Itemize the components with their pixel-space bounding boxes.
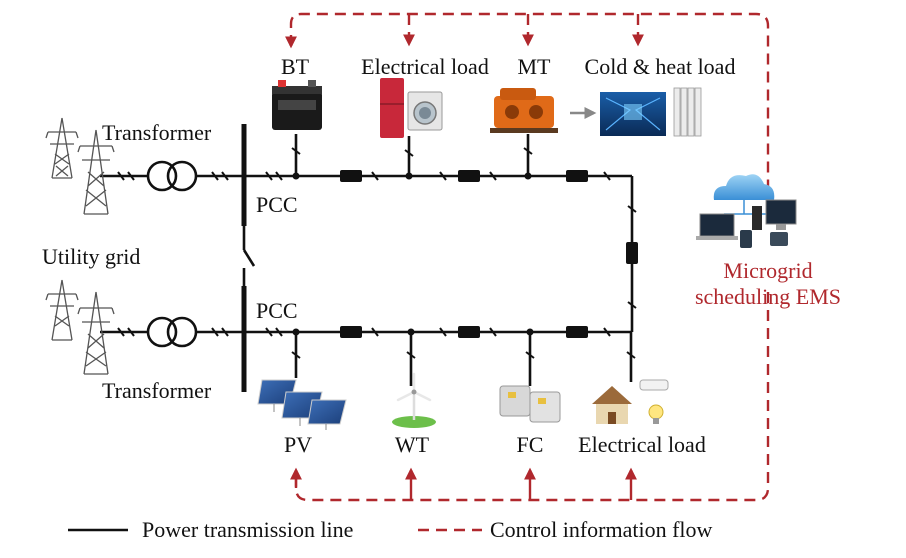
computer-network-cloud-icon: [696, 174, 797, 248]
server-room-radiator-icon: [570, 87, 702, 137]
bt-label: BT: [281, 54, 310, 79]
breaker-switches: [117, 147, 637, 359]
wt-label: WT: [395, 432, 430, 457]
control-flow-network: [285, 12, 770, 502]
appliances-icon: [380, 78, 443, 138]
power-network: [100, 124, 634, 392]
transformer-top-label: Transformer: [102, 120, 212, 145]
pcc-bottom-label: PCC: [256, 298, 298, 323]
battery-icon: [272, 80, 322, 130]
cold-heat-load-label: Cold & heat load: [585, 54, 736, 79]
legend-power-line-label: Power transmission line: [142, 517, 353, 542]
legend-control-flow-label: Control information flow: [490, 517, 713, 542]
utility-grid-label: Utility grid: [42, 244, 140, 269]
mt-label: MT: [518, 54, 552, 79]
electrical-load-bottom-label: Electrical load: [578, 432, 706, 457]
control-flow-top-loop: [289, 12, 770, 198]
legend: Power transmission line Control informat…: [68, 517, 713, 542]
transformer-bottom-label: Transformer: [102, 378, 212, 403]
transformer-icon: [146, 160, 198, 192]
fuel-cell-icon: [499, 385, 561, 423]
transmission-tower-icon: [45, 279, 115, 375]
microturbine-icon: [490, 88, 558, 133]
wind-turbine-icon: [392, 372, 436, 428]
fc-label: FC: [517, 432, 544, 457]
ems-label-line2: scheduling EMS: [695, 284, 841, 309]
control-flow-up-arrows: [290, 467, 637, 500]
pv-label: PV: [284, 432, 312, 457]
transmission-tower-icon: [45, 117, 115, 215]
solar-panel-icon: [257, 379, 347, 430]
control-flow-bottom-loop: [294, 292, 770, 502]
house-load-icon: [592, 379, 669, 424]
ems-label-line1: Microgrid: [723, 258, 812, 283]
electrical-load-top-label: Electrical load: [361, 54, 489, 79]
pcc-top-label: PCC: [256, 192, 298, 217]
transformer-icon: [146, 316, 198, 348]
bus-junctions: [292, 172, 534, 336]
line-impedances: [340, 170, 638, 338]
